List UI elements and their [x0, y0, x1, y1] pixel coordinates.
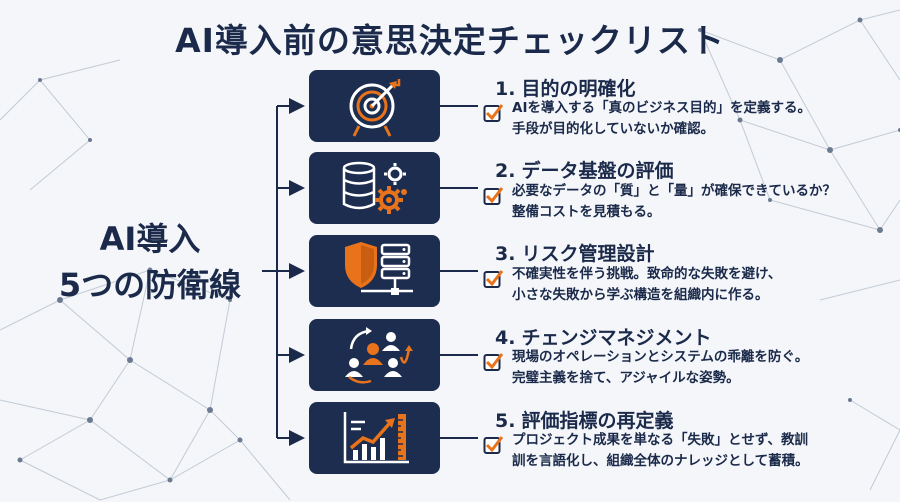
step-1-description: AIを導入する「真のビジネス目的」を定義する。 手段が目的化していないか確認。 [512, 98, 811, 140]
step-1-icon-box [309, 70, 440, 142]
step-5-description: プロジェクト成果を単なる「失敗」とせず、教訓 訓を言語化し、組織全体のナレッジと… [512, 430, 809, 472]
step-1-line1: AIを導入する「真のビジネス目的」を定義する。 [512, 100, 811, 116]
checkbox-icon [483, 104, 503, 122]
growth-chart-icon [343, 412, 409, 464]
step-4-icon-box [309, 319, 440, 391]
database-gear-icon [342, 161, 407, 214]
step-3-description: 不確実性を伴う挑戦。致命的な失敗を避け、 小さな失敗から学ぶ構造を組織内に作る。 [512, 264, 781, 306]
step-1-number: 1. [495, 78, 516, 100]
step-5-line2: 訓を言語化し、組織全体のナレッジとして蓄積。 [512, 453, 809, 469]
people-cycle-icon [345, 327, 413, 384]
step-4-line1: 現場のオペレーションとシステムの乖離を防ぐ。 [512, 349, 809, 365]
page-title: AI導入前の意思決定チェックリスト [175, 21, 725, 60]
step-1-title: 1.目的の明確化 [495, 74, 635, 101]
step-5-icon-box [309, 402, 440, 474]
step-2-icon-box [309, 152, 440, 224]
left-heading-line2: 5つの防衛線 [58, 266, 242, 304]
step-5-number: 5. [495, 410, 516, 432]
target-arrow-icon [349, 79, 401, 137]
step-1-line2: 手段が目的化していないか確認。 [512, 121, 715, 137]
step-5-title-text: 評価指標の再定義 [521, 410, 674, 432]
checkbox-icon [483, 187, 503, 205]
step-2-title-text: データ基盤の評価 [521, 160, 674, 182]
step-5-title: 5.評価指標の再定義 [495, 406, 673, 433]
step-3-number: 3. [495, 243, 516, 265]
step-4-description: 現場のオペレーションとシステムの乖離を防ぐ。 完璧主義を捨て、アジャイルな姿勢。 [512, 347, 808, 389]
step-2-number: 2. [495, 160, 516, 182]
step-3-title: 3.リスク管理設計 [495, 239, 654, 266]
step-2-line1: 必要なデータの「質」と「量」が確保できているか？ [512, 183, 836, 199]
step-2-title: 2.データ基盤の評価 [495, 156, 673, 183]
step-1-title-text: 目的の明確化 [521, 78, 636, 100]
step-5-line1: プロジェクト成果を単なる「失敗」とせず、教訓 [512, 432, 809, 448]
left-heading-line1: AI導入 [99, 220, 201, 258]
shield-server-icon [345, 242, 413, 295]
step-2-description: 必要なデータの「質」と「量」が確保できているか？ 整備コストを見積もる。 [512, 181, 836, 223]
step-2-line2: 整備コストを見積もる。 [512, 204, 661, 220]
step-3-title-text: リスク管理設計 [521, 243, 655, 265]
step-3-line1: 不確実性を伴う挑戦。致命的な失敗を避け、 [512, 266, 782, 282]
step-3-icon-box [309, 235, 440, 307]
step-3-line2: 小さな失敗から学ぶ構造を組織内に作る。 [512, 287, 769, 303]
step-4-title-text: チェンジマネジメント [521, 327, 712, 349]
checkbox-icon [483, 270, 503, 288]
step-4-line2: 完璧主義を捨て、アジャイルな姿勢。 [512, 370, 740, 386]
step-4-title: 4.チェンジマネジメント [495, 323, 711, 350]
left-heading: AI導入 5つの防衛線 [30, 216, 270, 308]
checkbox-icon [483, 353, 503, 371]
step-4-number: 4. [495, 327, 516, 349]
checkbox-icon [483, 436, 503, 454]
